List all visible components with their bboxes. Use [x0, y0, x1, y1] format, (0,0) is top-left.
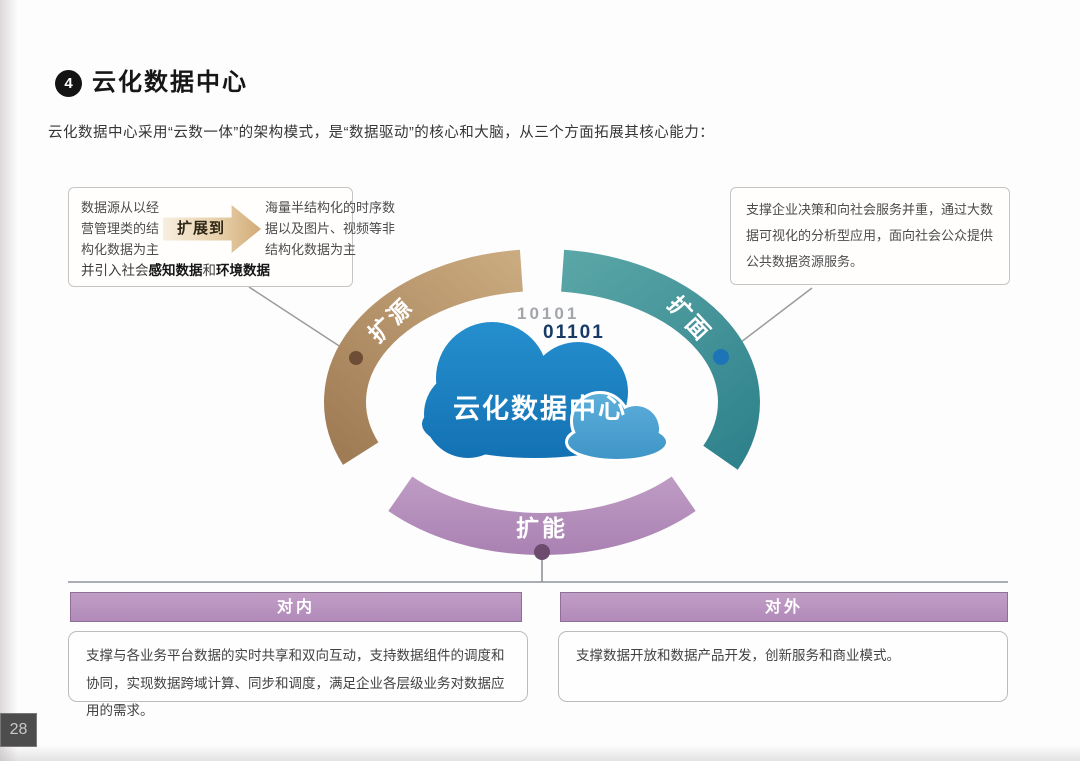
source-to-text: 海量半结构化的时序数据以及图片、视频等非结构化数据为主	[265, 200, 396, 258]
callout-expand-scope: 支撑企业决策和向社会服务并重，通过大数据可视化的分析型应用，面向社会公众提供公共…	[730, 187, 1010, 285]
note-prefix: 并引入社会	[81, 263, 149, 278]
small-cloud-icon	[565, 391, 669, 462]
binary-text-top: 10101	[517, 304, 579, 323]
banner-external: 对外	[560, 592, 1008, 622]
intro-text: 云化数据中心采用“云数一体”的架构模式，是“数据驱动”的核心和大脑，从三个方面拓…	[48, 125, 715, 141]
note-bold-env-data: 环境数据	[216, 263, 270, 278]
capability-anchor-dot-icon	[534, 544, 550, 560]
arc-label-expand-capability: 扩能	[516, 515, 568, 541]
ring-arc-expand-capability	[388, 476, 696, 555]
internal-body-box: 支撑与各业务平台数据的实时共享和双向互动，支持数据组件的调度和协同，实现数据跨域…	[68, 631, 528, 718]
source-note-text: 并引入社会感知数据和环境数据	[81, 259, 381, 279]
binary-text-bottom: 01101	[543, 322, 605, 343]
ring-arc-expand-scope	[561, 249, 760, 470]
external-body-box: 支撑数据开放和数据产品开发，创新服务和商业模式。	[558, 631, 1008, 702]
connector-line-source	[248, 286, 354, 356]
cloud-center-label: 云化数据中心	[453, 394, 627, 424]
callout-expand-source: 数据源从以经营管理类的结构化数据为主 扩展到 海量半结构化的时序数据以及图片、视…	[68, 187, 395, 287]
scope-anchor-dot-icon	[713, 349, 729, 365]
expand-arrow-icon: 扩展到	[163, 205, 261, 253]
banner-internal: 对内	[70, 592, 522, 622]
note-bold-sense-data: 感知数据	[148, 263, 203, 278]
page-number-badge: 28	[0, 713, 37, 747]
note-mid: 和	[202, 263, 217, 278]
scope-text: 支撑企业决策和向社会服务并重，通过大数据可视化的分析型应用，面向社会公众提供公共…	[746, 202, 994, 269]
page-title: 云化数据中心	[92, 69, 248, 96]
expand-arrow-label: 扩展到	[176, 220, 225, 237]
source-from-text: 数据源从以经营管理类的结构化数据为主	[81, 200, 160, 258]
ring-arc-expand-source	[324, 249, 523, 465]
section-number-badge: 4	[55, 70, 82, 97]
source-anchor-dot-icon	[349, 351, 363, 365]
